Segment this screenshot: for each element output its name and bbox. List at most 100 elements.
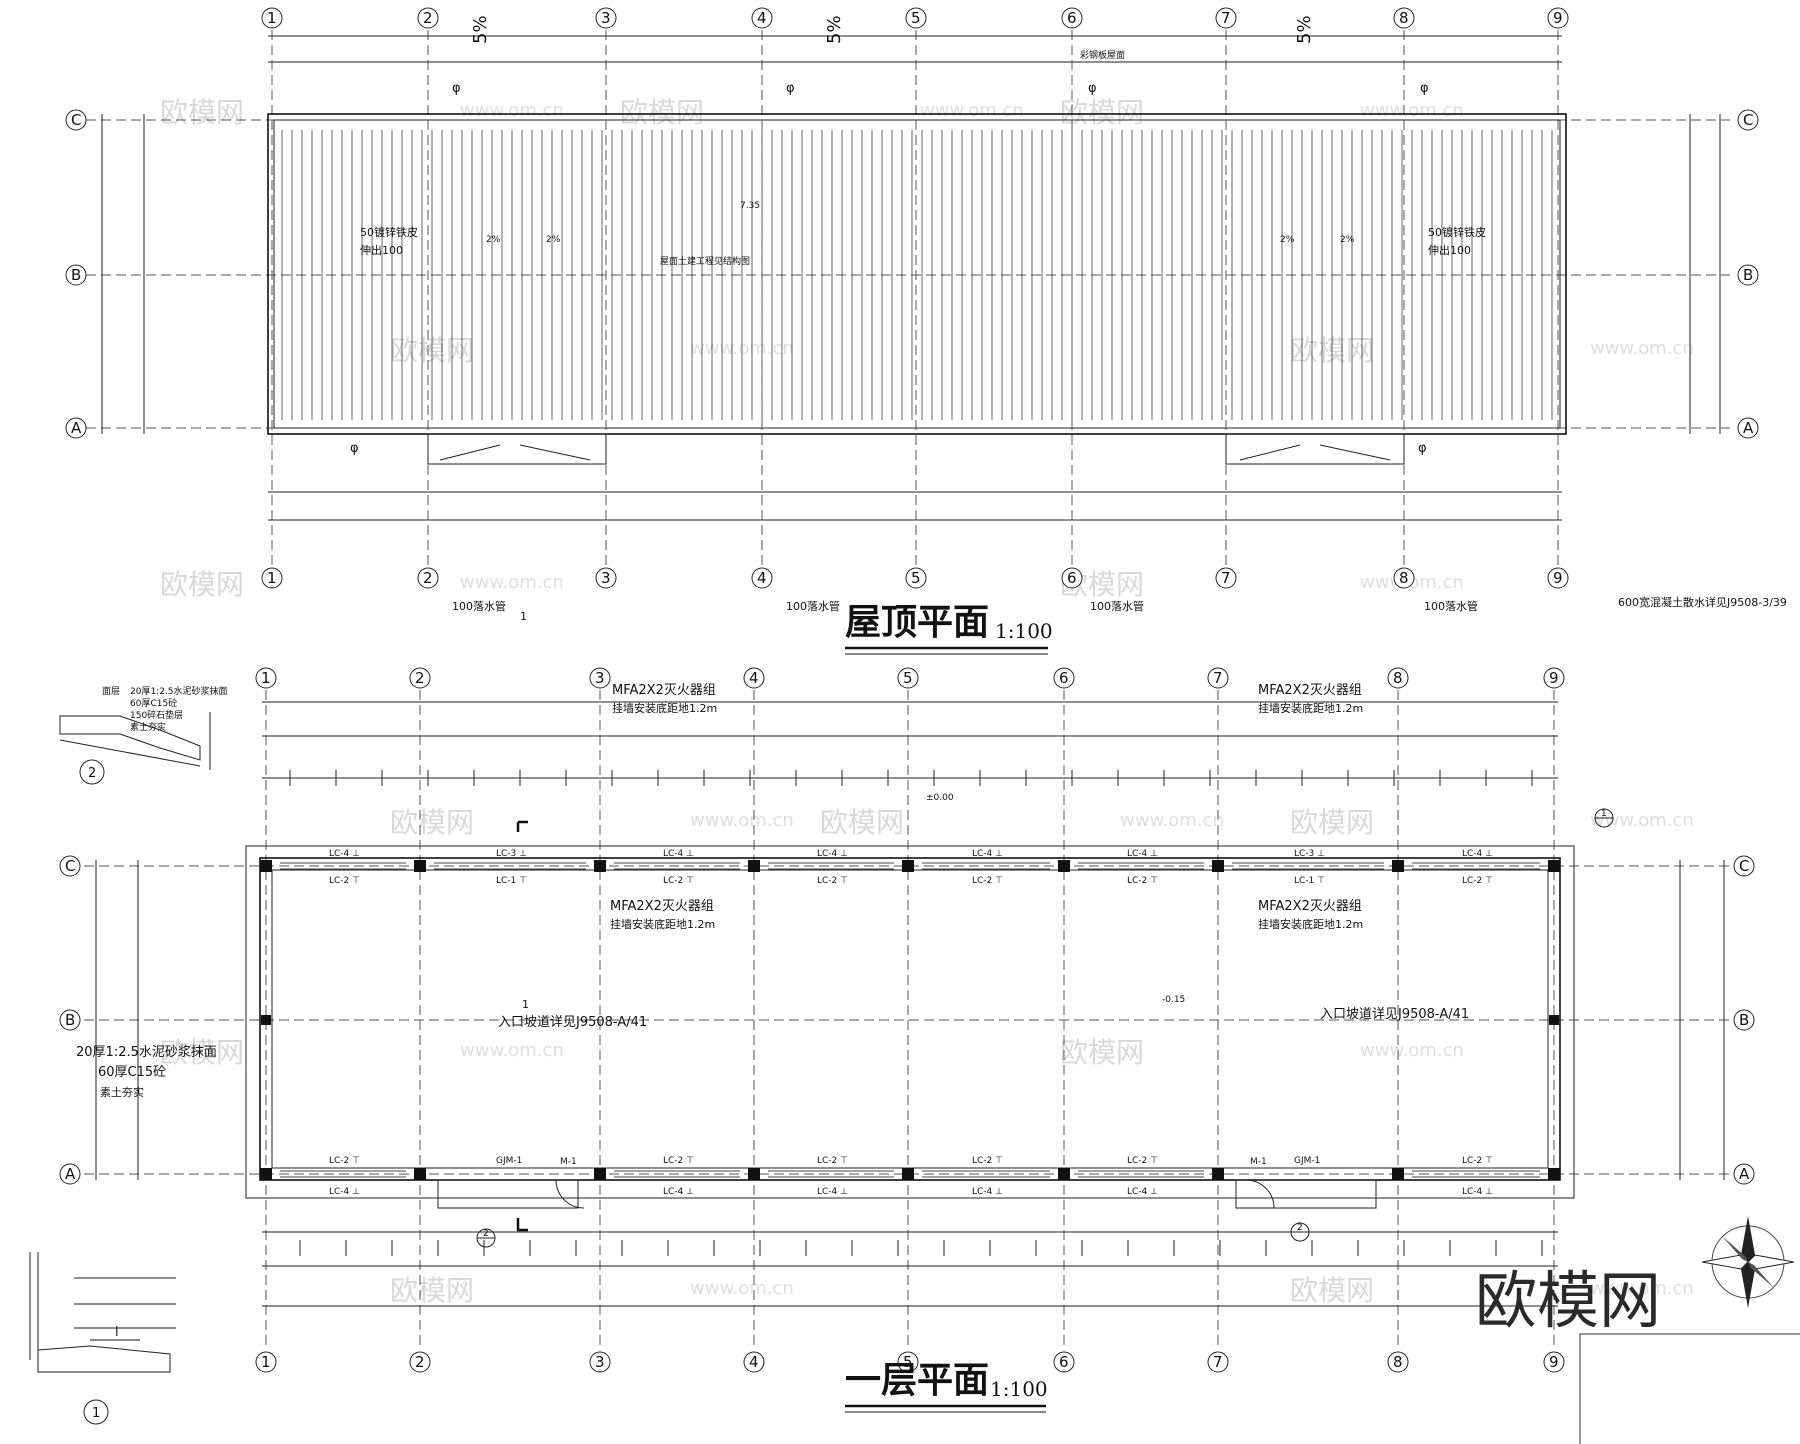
brand-logo: 欧模网 bbox=[1475, 1264, 1661, 1337]
roof-bubble-6 bbox=[1061, 567, 1083, 589]
detail2-profile bbox=[59, 715, 201, 761]
window-label-top-5: LC-4 ⊥ bbox=[1127, 849, 1158, 859]
section-cut-top bbox=[516, 820, 528, 832]
roof-bubble-4 bbox=[751, 7, 773, 29]
gnd-bubble-label-3: 3 bbox=[595, 1353, 605, 1371]
detail2-legend-0: 面层 bbox=[102, 686, 120, 697]
roof-slope-1: 5% bbox=[470, 15, 491, 44]
detail1-slope: i bbox=[115, 1325, 119, 1340]
roof-slope-3: 5% bbox=[1294, 15, 1315, 44]
window-label-top-lower-0: LC-2 ⊤ bbox=[329, 876, 360, 886]
gnd-bubble-label-4: 4 bbox=[749, 669, 759, 687]
entrance-step-left bbox=[437, 1179, 585, 1209]
downpipe-label-1: 100落水管 bbox=[452, 599, 506, 613]
gnd-bubble-8 bbox=[1387, 667, 1409, 689]
gnd-bubble-9 bbox=[1543, 667, 1565, 689]
watermark-url-8: www.om.cn bbox=[460, 1040, 564, 1061]
gnd-bubble-1 bbox=[255, 667, 277, 689]
roof-dimension-lines bbox=[101, 35, 1721, 521]
roof-bubble-A bbox=[65, 417, 87, 439]
roof-bubble-4 bbox=[751, 567, 773, 589]
ext-mid-right-2: 挂墙安装底距地1.2m bbox=[1258, 917, 1363, 931]
gnd-bubble-label-B: B bbox=[1739, 1011, 1749, 1029]
window-label-top-lower-3: LC-2 ⊤ bbox=[817, 876, 848, 886]
gnd-bubble-label-4: 4 bbox=[749, 1353, 759, 1371]
pipe-symbol-3: φ bbox=[1088, 81, 1097, 96]
roof-bubble-label-2: 2 bbox=[423, 9, 433, 27]
detail2-base bbox=[59, 739, 201, 767]
roof-bubble-label-4: 4 bbox=[757, 569, 767, 587]
door-label-2: M-1 bbox=[1250, 1157, 1267, 1167]
ext-top-left-1: MFA2X2灭火器组 bbox=[612, 683, 716, 698]
gnd-bubble-6 bbox=[1053, 667, 1075, 689]
ramp-note-left: 入口坡道详见J9508-A/41 bbox=[498, 1015, 647, 1030]
gnd-bubble-label-1: 1 bbox=[261, 669, 271, 687]
roof-bubble-label-3: 3 bbox=[601, 9, 611, 27]
gnd-bubble-4 bbox=[743, 667, 765, 689]
roof-mark-1: 1 bbox=[520, 610, 527, 623]
detail-2: 面层 20厚1:2.5水泥砂浆抹面 60厚C15砼 150碎石垫层 素土夯实 2 bbox=[59, 685, 228, 785]
pipe-symbol-1: φ bbox=[452, 81, 461, 96]
callout-1-top: 1 bbox=[1594, 808, 1614, 828]
detail1-num: 1 bbox=[92, 1406, 100, 1421]
detail2-legend-1: 20厚1:2.5水泥砂浆抹面 bbox=[130, 685, 228, 697]
window-label-bottom-7: LC-2 ⊤ bbox=[1462, 1156, 1493, 1166]
ext-top-right-2: 挂墙安装底距地1.2m bbox=[1258, 701, 1363, 715]
gnd-bubble-label-9: 9 bbox=[1549, 1353, 1559, 1371]
callout-2-right: 2 bbox=[1290, 1222, 1310, 1242]
roof-inner-outline bbox=[273, 119, 1561, 429]
window-label-bottom-lower-2: LC-4 ⊥ bbox=[817, 1187, 848, 1197]
watermark-url-10: www.om.cn bbox=[690, 1278, 794, 1299]
downpipe-label-2: 100落水管 bbox=[786, 599, 840, 613]
roof-outline bbox=[267, 113, 1567, 435]
roof-slope-mark-3: 2% bbox=[1280, 235, 1295, 245]
gnd-bubble-C bbox=[59, 855, 81, 877]
window-label-top-lower-6: LC-1 ⊤ bbox=[1294, 876, 1325, 886]
roof-bubble-B bbox=[65, 264, 87, 286]
gnd-bubble-label-C: C bbox=[1739, 857, 1749, 875]
gnd-bubble-label-5: 5 bbox=[903, 669, 913, 687]
gnd-bubble-5 bbox=[897, 1351, 919, 1373]
sheet-corner-frame bbox=[1579, 1333, 1800, 1444]
plinth-outline bbox=[245, 845, 1575, 1199]
gnd-bubble-label-C: C bbox=[65, 857, 75, 875]
roof-bubble-C bbox=[65, 109, 87, 131]
window-label-top-lower-2: LC-2 ⊤ bbox=[663, 876, 694, 886]
gnd-bubble-label-6: 6 bbox=[1059, 1353, 1069, 1371]
roof-bubble-1 bbox=[261, 567, 283, 589]
detail2-num: 2 bbox=[88, 766, 96, 781]
watermark-url-2: www.om.cn bbox=[1360, 100, 1464, 121]
roof-bubble-label-1: 1 bbox=[267, 569, 277, 587]
watermark-brand-5: 欧模网 bbox=[390, 806, 474, 839]
pipe-symbol-5: φ bbox=[350, 441, 359, 456]
column bbox=[1549, 1015, 1559, 1025]
watermark-brand-7: 欧模网 bbox=[1290, 806, 1374, 839]
detail2-legend-4: 素土夯实 bbox=[130, 721, 166, 733]
window-label-bottom-2: LC-2 ⊤ bbox=[663, 1156, 694, 1166]
roof-bubble-2 bbox=[417, 567, 439, 589]
gutter-left-1: 50镀锌铁皮 bbox=[360, 225, 418, 239]
gnd-bubble-B bbox=[59, 1009, 81, 1031]
roof-bubble-6 bbox=[1061, 7, 1083, 29]
watermark-brand-11: 欧模网 bbox=[1290, 1274, 1374, 1307]
detail1-bubble bbox=[83, 1399, 109, 1425]
pipe-symbol-2: φ bbox=[786, 81, 795, 96]
window-label-bottom-6: GJM-1 bbox=[1294, 1156, 1320, 1166]
gnd-bubble-1 bbox=[255, 1351, 277, 1373]
roof-bubble-7 bbox=[1215, 7, 1237, 29]
window-label-bottom-lower-4: LC-4 ⊥ bbox=[1127, 1187, 1158, 1197]
window-openings bbox=[280, 862, 1540, 1178]
ground-plan-scale: 1:100 bbox=[990, 1377, 1048, 1401]
roof-bubble-1 bbox=[261, 7, 283, 29]
ground-plan-title: 一层平面 bbox=[845, 1359, 989, 1401]
window-label-top-6: LC-3 ⊥ bbox=[1294, 849, 1325, 859]
gutter-right-1: 50镀锌铁皮 bbox=[1428, 225, 1486, 239]
watermark-url-0: www.om.cn bbox=[460, 100, 564, 121]
window-label-bottom-4: LC-2 ⊤ bbox=[972, 1156, 1003, 1166]
roof-grid-lines bbox=[86, 30, 1730, 566]
window-label-top-lower-1: LC-1 ⊤ bbox=[496, 876, 527, 886]
roof-plan-scale: 1:100 bbox=[995, 619, 1053, 643]
